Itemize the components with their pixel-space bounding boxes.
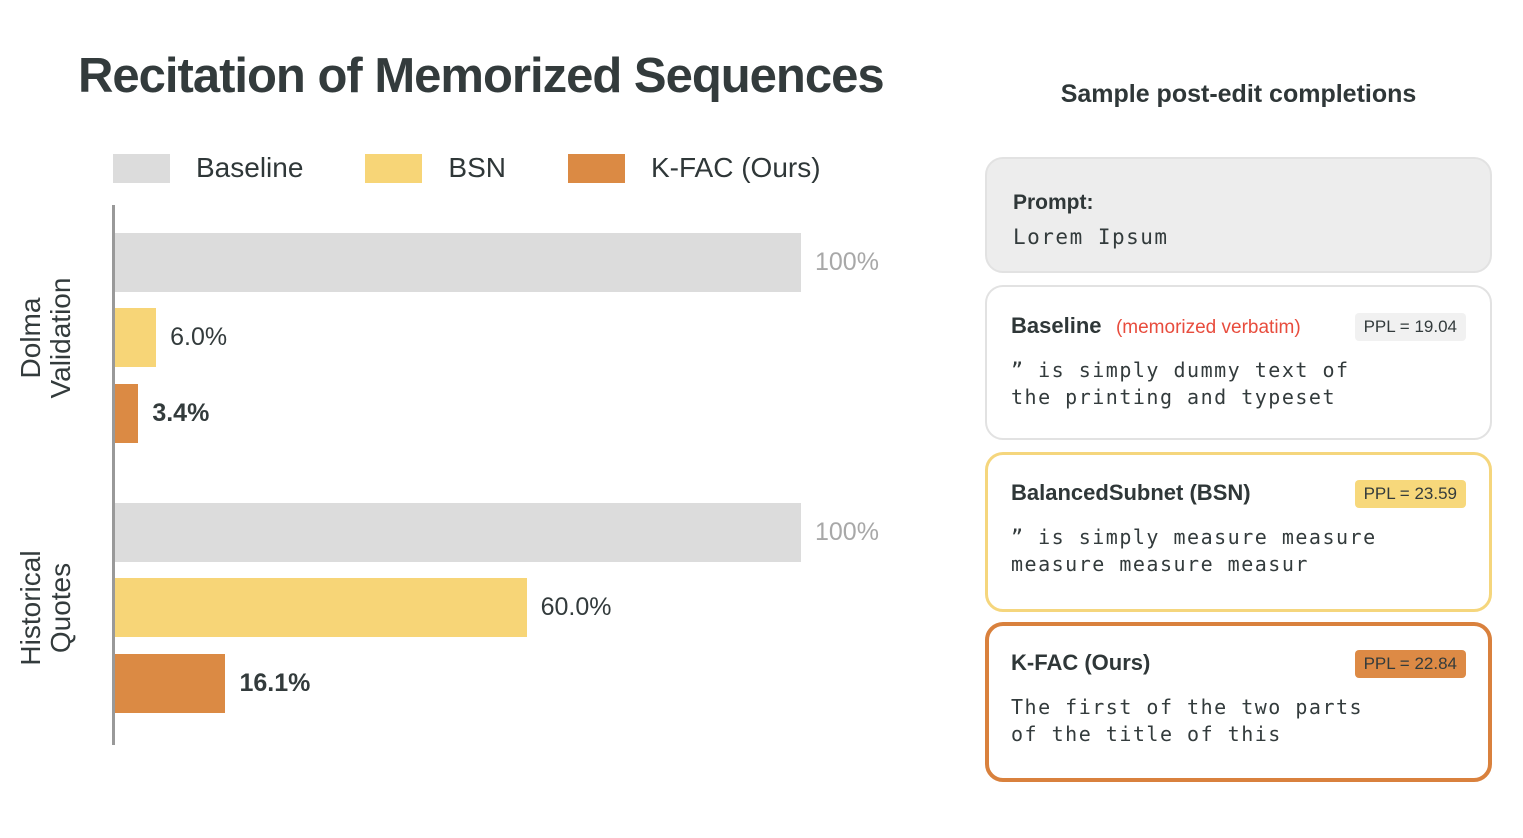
bar-rect	[115, 654, 226, 713]
legend-swatch-baseline	[113, 153, 170, 183]
bar-rect	[115, 503, 801, 562]
bar-chart: Dolma Validation Historical Quotes 100% 1…	[0, 205, 980, 745]
category-label-historical-quotes: Historical Quotes	[14, 550, 76, 666]
bar-k-fac-ours-group1: 16.1%	[115, 654, 310, 713]
baseline-card-title-row: Baseline (memorized verbatim)	[1011, 313, 1301, 339]
legend-label-baseline: Baseline	[196, 152, 304, 183]
bsn-card-title: BalancedSubnet (BSN)	[1011, 480, 1251, 505]
kfac-card: K-FAC (Ours) PPL = 22.84 The first of th…	[985, 622, 1492, 782]
baseline-card-header: Baseline (memorized verbatim) PPL = 19.0…	[1011, 313, 1466, 341]
baseline-completion-text: ” is simply dummy text of the printing a…	[1011, 358, 1350, 409]
bar-bsn-group1: 60.0%	[115, 578, 611, 637]
legend-item-bsn: BSN	[365, 152, 506, 184]
category-label-dolma-validation: Dolma Validation	[14, 277, 76, 399]
baseline-card-title: Baseline	[1011, 313, 1102, 338]
legend-swatch-kfac	[567, 153, 625, 183]
bsn-card: BalancedSubnet (BSN) PPL = 23.59 ” is si…	[985, 452, 1492, 612]
bar-rect	[115, 578, 527, 637]
legend-swatch-bsn	[365, 153, 423, 183]
legend-item-baseline: Baseline	[113, 152, 303, 184]
baseline-card: Baseline (memorized verbatim) PPL = 19.0…	[985, 285, 1492, 440]
kfac-ppl-badge: PPL = 22.84	[1354, 650, 1466, 678]
bar-baseline-group1: 100%	[115, 503, 879, 562]
bar-k-fac-ours-group0: 3.4%	[115, 384, 209, 443]
legend-label-kfac: K-FAC (Ours)	[650, 152, 821, 183]
bar-value-label: 60.0%	[540, 593, 612, 621]
kfac-card-header: K-FAC (Ours) PPL = 22.84	[1011, 650, 1466, 678]
kfac-card-title: K-FAC (Ours)	[1011, 650, 1151, 675]
bar-value-label: 100%	[815, 248, 879, 276]
chart-title: Recitation of Memorized Sequences	[78, 49, 885, 103]
bar-value-label: 6.0%	[170, 323, 228, 351]
chart-legend: Baseline BSN K-FAC (Ours)	[113, 152, 821, 184]
panel-heading: Sample post-edit completions	[1060, 80, 1417, 108]
bar-baseline-group0: 100%	[115, 233, 879, 292]
bar-rect	[115, 233, 801, 292]
kfac-completion-text: The first of the two parts of the title …	[1011, 695, 1364, 746]
bar-bsn-group0: 6.0%	[115, 308, 227, 367]
bar-value-label: 3.4%	[152, 399, 210, 427]
bar-value-label: 100%	[815, 518, 879, 546]
prompt-card: Prompt: Lorem Ipsum	[985, 157, 1492, 273]
y-axis-line	[112, 205, 115, 745]
prompt-card-title: Prompt:	[1013, 191, 1094, 214]
legend-label-bsn: BSN	[448, 152, 506, 183]
prompt-text: Lorem Ipsum	[1013, 225, 1169, 249]
legend-item-kfac: K-FAC (Ours)	[567, 152, 821, 184]
bar-rect	[115, 308, 157, 367]
memorized-verbatim-note: (memorized verbatim)	[1115, 317, 1301, 338]
bar-rect	[115, 384, 139, 443]
bsn-completion-text: ” is simply measure measure measure meas…	[1011, 525, 1377, 576]
bar-value-label: 16.1%	[239, 669, 311, 697]
bsn-card-header: BalancedSubnet (BSN) PPL = 23.59	[1011, 480, 1466, 508]
baseline-ppl-badge: PPL = 19.04	[1354, 313, 1466, 341]
bsn-ppl-badge: PPL = 23.59	[1354, 480, 1466, 508]
